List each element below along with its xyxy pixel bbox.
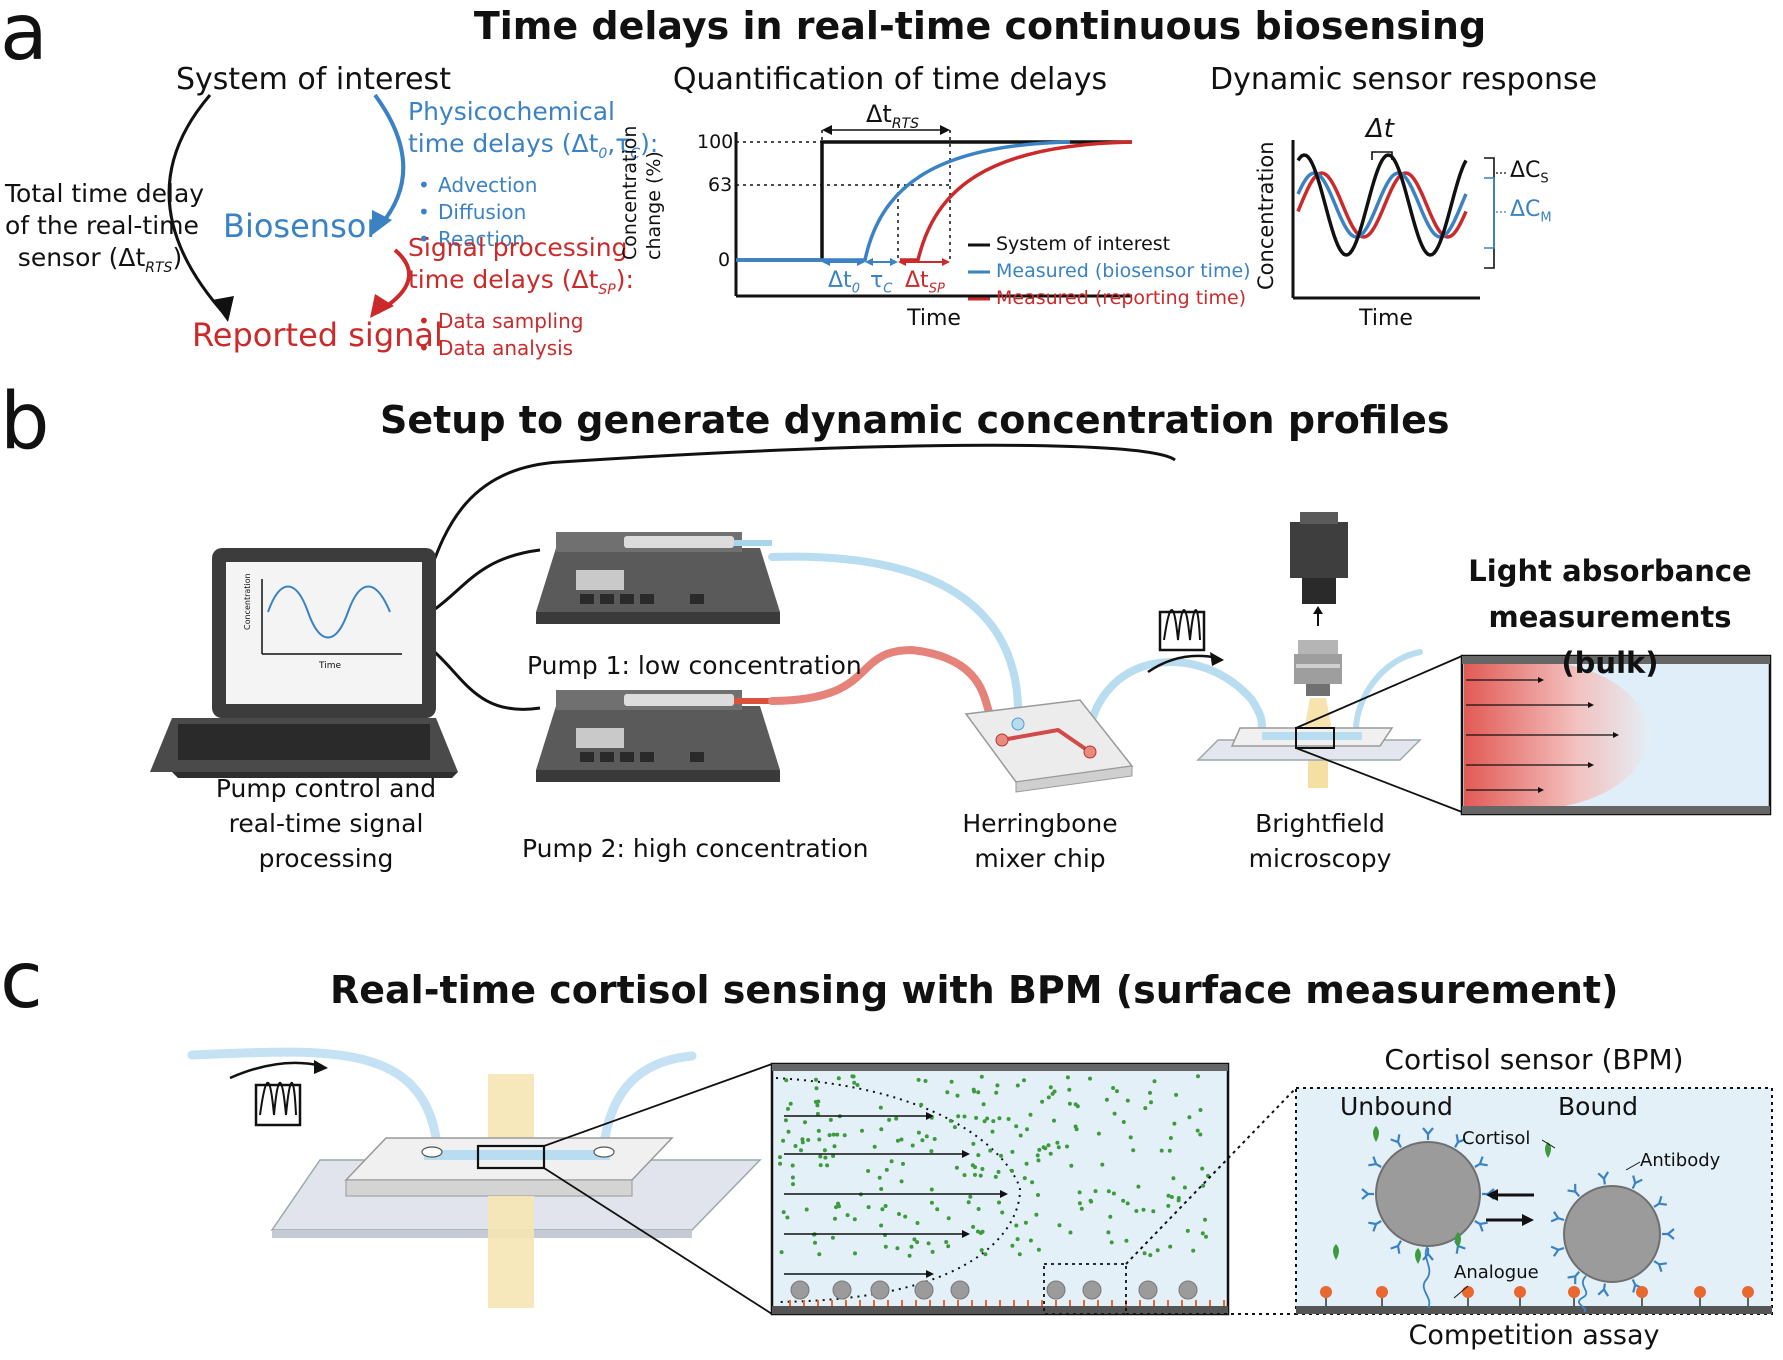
data-sampling-item: Data sampling — [418, 308, 634, 335]
reaction-item: Reaction — [418, 226, 658, 253]
laptop — [150, 548, 458, 778]
channel-zoom — [770, 1062, 1230, 1316]
panel-c-label: c — [0, 936, 43, 1026]
tau-c-label: τC — [870, 268, 893, 297]
legend-reporting-time: Measured (reporting time) — [996, 287, 1247, 309]
sensor-zoom — [1295, 1087, 1773, 1315]
panel-a-title: Time delays in real-time continuous bios… — [473, 4, 1487, 48]
panel-b-label: b — [0, 377, 50, 467]
reported-signal-label: Reported signal — [192, 316, 443, 354]
delta-cs-label: ΔCS — [1510, 158, 1549, 187]
delta-t-label: Δt — [1366, 114, 1394, 144]
microscopy-label: Brightfield microscopy — [1248, 809, 1392, 873]
absorbance-zoom — [1460, 654, 1772, 816]
diffusion-item: Diffusion — [418, 199, 658, 226]
antibody-label: Antibody — [1640, 1150, 1721, 1171]
delta-cm-label: ΔCM — [1510, 197, 1552, 226]
delta-sp-label: ΔtSP — [905, 268, 945, 297]
dynamic-xlabel: Time — [1359, 306, 1413, 331]
microscope-slide — [1196, 727, 1422, 761]
analogue-label: Analogue — [1454, 1262, 1539, 1283]
panel-a-label: a — [0, 0, 48, 78]
delta-t0-label: Δt0 — [828, 268, 860, 297]
absorbance-label: Light absorbance measurements (bulk) — [1468, 554, 1752, 680]
unbound-label: Unbound — [1340, 1092, 1453, 1121]
assay-label: Competition assay — [1408, 1320, 1660, 1351]
physicochemical-block: Physicochemical time delays (Δt0,τC): Ad… — [408, 96, 658, 253]
signal-processing-block: Signal processing time delays (ΔtSP): Da… — [408, 232, 634, 362]
legend-system: System of interest — [996, 233, 1171, 255]
system-heading: System of interest — [176, 62, 451, 97]
total-delay-label: Total time delay of the real-time sensor… — [5, 179, 205, 276]
pump1-label: Pump 1: low concentration — [527, 651, 862, 680]
ytick-0: 0 — [718, 249, 731, 271]
pump-1 — [536, 532, 780, 624]
screen-xlabel: Time — [318, 661, 342, 671]
mixer-chip — [964, 699, 1134, 793]
laptop-caption: Pump control and real-time signal proces… — [215, 774, 437, 873]
delta-rts-label: ΔtRTS — [866, 100, 919, 132]
biosensor-label: Biosensor — [223, 207, 380, 245]
panel-b-title: Setup to generate dynamic concentration … — [380, 398, 1450, 442]
sensor-title: Cortisol sensor (BPM) — [1384, 1043, 1684, 1076]
cortisol-label: Cortisol — [1462, 1128, 1531, 1149]
objective — [1294, 640, 1342, 696]
quantification-heading: Quantification of time delays — [672, 62, 1108, 97]
camera — [1290, 512, 1348, 604]
legend-biosensor-time: Measured (biosensor time) — [996, 260, 1251, 282]
dynamic-heading: Dynamic sensor response — [1210, 62, 1598, 97]
bound-label: Bound — [1558, 1092, 1639, 1121]
pump2-label: Pump 2: high concentration — [522, 834, 869, 863]
ytick-63: 63 — [708, 174, 733, 196]
pump-2 — [536, 690, 780, 782]
mixer-label: Herringbone mixer chip — [962, 809, 1118, 873]
data-analysis-item: Data analysis — [418, 335, 634, 362]
panel-c-title: Real-time cortisol sensing with BPM (sur… — [330, 968, 1619, 1012]
ytick-100: 100 — [697, 131, 734, 153]
quantification-xlabel: Time — [907, 306, 961, 331]
advection-item: Advection — [418, 172, 658, 199]
